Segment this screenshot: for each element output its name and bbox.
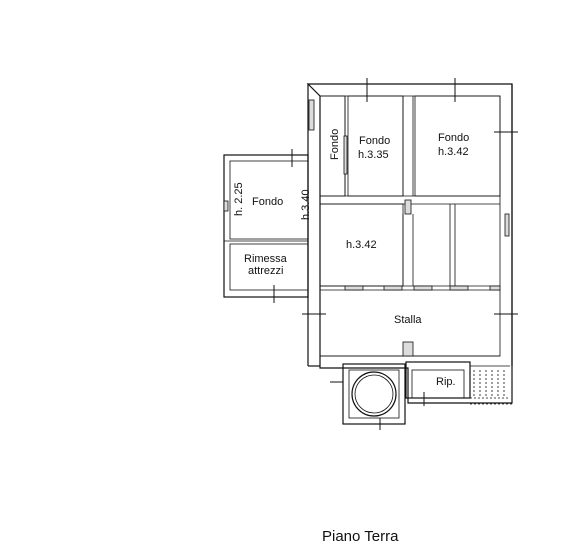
- rip-label: Rip.: [436, 376, 456, 388]
- fondo-mid-height: h.3.35: [358, 149, 389, 161]
- room-height-label: h.3.42: [346, 239, 377, 251]
- stalla-label: Stalla: [394, 314, 422, 326]
- fondo-vertical-label: Fondo: [329, 129, 341, 160]
- plan-title: Piano Terra: [322, 528, 399, 545]
- fondo-left-right-height: h.3.40: [300, 189, 312, 220]
- left-annex: [223, 154, 309, 298]
- middle-rooms: [319, 203, 500, 357]
- bottom-area: [342, 361, 512, 425]
- rimessa-label-line1: Rimessa: [244, 253, 288, 265]
- fondo-right-height: h.3.42: [438, 146, 469, 158]
- fondo-mid-label: Fondo: [359, 135, 390, 147]
- well-circle: [351, 371, 397, 417]
- fondo-left-label: Fondo: [252, 196, 283, 208]
- rimessa-label-line2: attrezzi: [248, 265, 283, 277]
- stairs: [470, 365, 512, 405]
- opening-ticks: [223, 78, 518, 430]
- fondo-left-side-height: h. 2.25: [233, 182, 245, 216]
- fondo-right-label: Fondo: [438, 132, 469, 144]
